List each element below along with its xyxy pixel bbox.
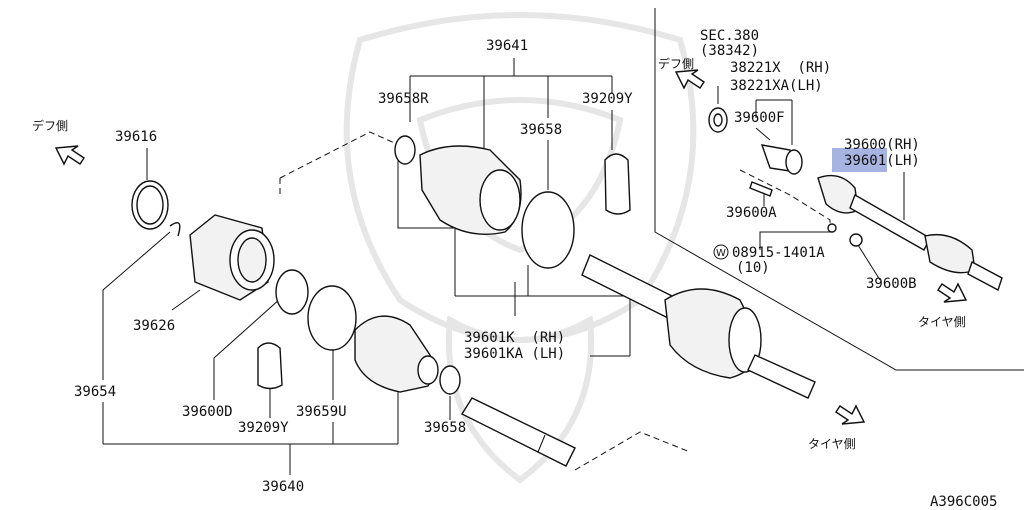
label-39641[interactable]: 39641 — [486, 38, 528, 54]
arrow-icon-diff-left — [54, 145, 85, 166]
part-shape-39600A — [749, 181, 773, 197]
part-shape-39209Y-upper — [604, 153, 631, 215]
label-39654[interactable]: 39654 — [74, 384, 116, 400]
part-shape-39600D — [275, 269, 309, 315]
label-39601KA[interactable]: 39601KA (LH) — [464, 346, 565, 362]
main-parts — [131, 135, 816, 467]
part-shape-inset-shaft — [817, 174, 1003, 292]
part-shape-lower-boot — [354, 315, 439, 393]
label-38342[interactable]: (38342) — [700, 43, 759, 59]
label-39600B[interactable]: 39600B — [866, 276, 917, 292]
label-39640[interactable]: 39640 — [262, 479, 304, 495]
part-shape-upper-boot — [419, 145, 522, 235]
label-39626[interactable]: 39626 — [133, 318, 175, 334]
label-08915[interactable]: 08915-1401A — [732, 245, 825, 261]
part-shape-39658-upper — [521, 191, 575, 269]
inset-frame — [654, 8, 1024, 371]
label-08915-marker: W — [716, 248, 726, 259]
label-39209Y-bottom[interactable]: 39209Y — [238, 420, 289, 436]
label-sec380[interactable]: SEC.380 — [700, 28, 759, 44]
label-39616[interactable]: 39616 — [115, 129, 157, 145]
label-39658-bottom[interactable]: 39658 — [424, 420, 466, 436]
washer-marker-icon — [713, 244, 729, 260]
watermark — [343, 12, 697, 484]
part-shape-39659U — [307, 285, 357, 351]
part-shape-39626 — [189, 214, 275, 301]
inset-leaders — [717, 86, 905, 281]
label-39659U[interactable]: 39659U — [296, 404, 347, 420]
label-tire-side-main: タイヤ側 — [808, 437, 856, 451]
arrow-icon-tire-inset — [937, 282, 968, 303]
highlight-39601 — [832, 148, 887, 172]
label-39600-rh[interactable]: 39600(RH) — [844, 137, 920, 153]
label-08915-qty: (10) — [736, 260, 770, 276]
part-shape-39209Y-lower — [257, 342, 283, 390]
label-39600A[interactable]: 39600A — [726, 205, 777, 221]
arrow-icon-diff-inset — [674, 69, 705, 90]
leader-lines — [102, 58, 691, 475]
label-38221X[interactable]: 38221X (RH) — [730, 60, 831, 76]
label-39601K[interactable]: 39601K (RH) — [464, 330, 565, 346]
label-39658R[interactable]: 39658R — [378, 91, 429, 107]
arrow-icon-tire-main — [835, 404, 866, 425]
part-shape-lower-shaft — [460, 397, 576, 467]
label-diff-side-left: デフ側 — [32, 118, 68, 133]
part-shape-38221X — [760, 144, 803, 175]
label-tire-side-inset: タイヤ側 — [918, 315, 966, 329]
label-39600F[interactable]: 39600F — [734, 110, 785, 126]
part-shape-39600B — [849, 233, 863, 247]
part-shape-main-shaft — [581, 254, 816, 399]
label-39600D[interactable]: 39600D — [182, 404, 233, 420]
label-diff-side-inset: デフ側 — [658, 56, 694, 71]
diagram-code: A396C005 — [930, 494, 997, 510]
label-39209Y-top[interactable]: 39209Y — [582, 91, 633, 107]
inset-parts — [708, 107, 1003, 292]
label-38221XA[interactable]: 38221XA(LH) — [730, 78, 823, 94]
label-39601-lh[interactable]: 39601(LH) — [844, 153, 920, 169]
label-39658-top[interactable]: 39658 — [520, 122, 562, 138]
part-shape-39658R — [394, 135, 416, 165]
part-shape-39658-lower — [439, 365, 461, 395]
